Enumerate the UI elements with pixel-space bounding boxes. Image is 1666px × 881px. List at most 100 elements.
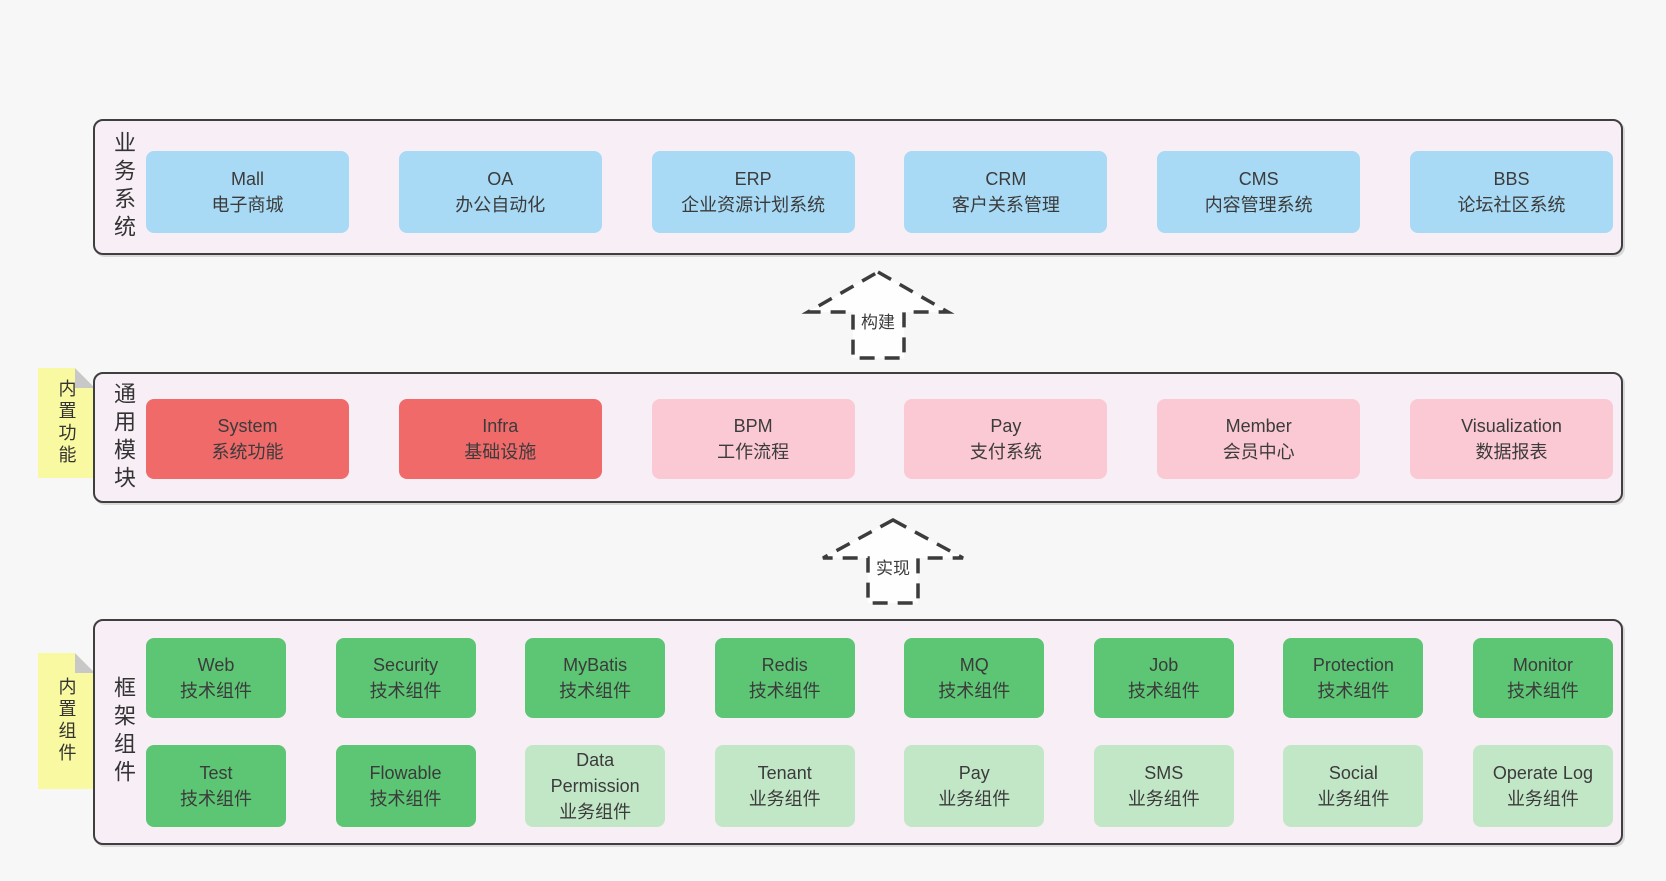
component-name: OA <box>487 169 514 189</box>
component-name: ERP <box>734 169 772 189</box>
component-box-cms: CMS 内容管理系统 <box>1157 151 1361 233</box>
section-framework-components-label: 框架组件 <box>111 676 136 788</box>
component-name: Visualization <box>1461 416 1562 436</box>
component-box-operate-log: Operate Log 业务组件 <box>1472 745 1613 827</box>
arrow-build-label: 构建 <box>861 313 895 332</box>
sticky-note-label: 内置功能 <box>56 379 77 467</box>
arrow-implement-label: 实现 <box>876 559 910 578</box>
section-business-systems: 业务系统 Mall 电子商城 OA 办公自动化 ERP 企业资源计划系统 CRM 客户关系管理… <box>93 119 1623 255</box>
component-desc: 技术组件 <box>180 789 252 809</box>
component-desc: 内容管理系统 <box>1204 195 1313 215</box>
component-box-social: Social 业务组件 <box>1283 745 1424 827</box>
component-desc: 业务组件 <box>1317 789 1390 809</box>
component-box-pay: Pay 业务组件 <box>904 745 1045 827</box>
component-box-security: Security 技术组件 <box>335 638 476 718</box>
component-name: Test <box>199 763 233 783</box>
component-box-data-permission: Data Permission 业务组件 <box>525 745 666 827</box>
component-box-mybatis: MyBatis 技术组件 <box>525 638 666 718</box>
component-desc: 技术组件 <box>180 681 252 701</box>
component-row: Mall 电子商城 OA 办公自动化 ERP 企业资源计划系统 CRM 客户关系管理 CMS 内容… <box>146 151 1613 233</box>
component-name: Operate Log <box>1492 763 1593 783</box>
sticky-note-label: 内置组件 <box>56 677 77 765</box>
component-name: CRM <box>985 169 1027 189</box>
component-name: MyBatis <box>563 655 628 675</box>
component-name: Mall <box>230 169 264 189</box>
component-desc: 业务组件 <box>1506 789 1579 809</box>
component-name: CMS <box>1238 169 1279 189</box>
component-box-redis: Redis 技术组件 <box>714 638 855 718</box>
component-name: Flowable <box>369 763 442 783</box>
component-desc: 技术组件 <box>1317 681 1390 701</box>
component-desc: 技术组件 <box>1506 681 1579 701</box>
arrow-implement-shape <box>822 518 964 605</box>
sticky-note-built-in-features: 内置功能 <box>38 368 95 478</box>
component-desc: 技术组件 <box>938 681 1011 701</box>
component-name: SMS <box>1144 763 1184 783</box>
component-name: Pay <box>990 416 1022 436</box>
component-desc: 技术组件 <box>559 681 632 701</box>
component-box-visualization: Visualization 数据报表 <box>1409 399 1613 479</box>
section-common-modules-label: 通用模块 <box>111 381 136 494</box>
component-desc: 客户关系管理 <box>951 195 1060 215</box>
sticky-note-built-in-components: 内置组件 <box>38 653 95 789</box>
component-desc: 技术组件 <box>369 789 442 809</box>
section-business-systems-label: 业务系统 <box>111 131 136 243</box>
note-fold-icon <box>75 368 95 388</box>
component-name: Data Permission <box>550 750 640 796</box>
component-box-mall: Mall 电子商城 <box>146 151 349 233</box>
component-box-bbs: BBS 论坛社区系统 <box>1409 151 1613 233</box>
component-desc: 基础设施 <box>464 442 537 462</box>
component-name: Tenant <box>757 763 812 783</box>
component-desc: 办公自动化 <box>455 195 546 215</box>
component-name: MQ <box>959 655 989 675</box>
component-desc: 业务组件 <box>1127 789 1200 809</box>
arrow-build-shape <box>801 269 955 360</box>
component-box-crm: CRM 客户关系管理 <box>904 151 1108 233</box>
component-desc: 企业资源计划系统 <box>681 195 826 215</box>
component-desc: 工作流程 <box>717 442 790 462</box>
component-name: Protection <box>1312 655 1394 675</box>
component-desc: 技术组件 <box>1127 681 1200 701</box>
component-box-erp: ERP 企业资源计划系统 <box>651 151 855 233</box>
component-name: Social <box>1328 763 1378 783</box>
component-desc: 系统功能 <box>211 442 284 462</box>
component-desc: 业务组件 <box>559 802 632 822</box>
component-box-sms: SMS 业务组件 <box>1093 745 1234 827</box>
component-name: Security <box>373 655 439 675</box>
component-box-mq: MQ 技术组件 <box>904 638 1045 718</box>
component-desc: 电子商城 <box>211 195 284 215</box>
component-name: Job <box>1149 655 1179 675</box>
component-box-oa: OA 办公自动化 <box>398 151 602 233</box>
component-name: BBS <box>1493 169 1530 189</box>
component-name: Web <box>197 655 235 675</box>
component-desc: 技术组件 <box>369 681 442 701</box>
component-box-job: Job 技术组件 <box>1093 638 1234 718</box>
component-name: Redis <box>761 655 808 675</box>
component-box-flowable: Flowable 技术组件 <box>335 745 476 827</box>
note-fold-icon <box>75 653 95 673</box>
component-box-web: Web 技术组件 <box>146 638 286 718</box>
component-desc: 业务组件 <box>748 789 821 809</box>
arrow-implement: 实现 <box>822 518 964 605</box>
arrow-build: 构建 <box>801 269 955 360</box>
component-desc: 技术组件 <box>748 681 821 701</box>
component-desc: 论坛社区系统 <box>1457 195 1566 215</box>
component-name: Member <box>1225 416 1292 436</box>
component-desc: 业务组件 <box>938 789 1011 809</box>
component-desc: 数据报表 <box>1475 442 1548 462</box>
component-name: Pay <box>958 763 990 783</box>
component-box-test: Test 技术组件 <box>146 745 286 827</box>
component-box-tenant: Tenant 业务组件 <box>714 745 855 827</box>
